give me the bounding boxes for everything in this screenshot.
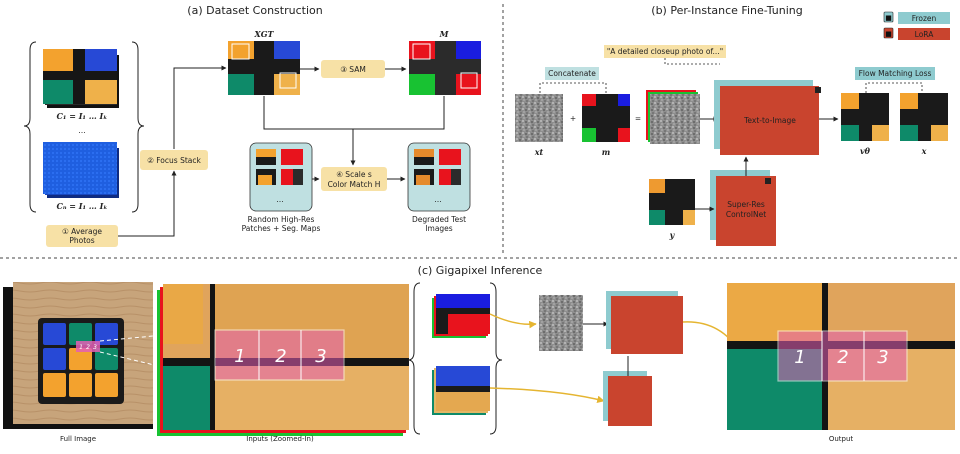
inputs-zoomed-image: 1 2 3 bbox=[157, 284, 409, 436]
patch-stack-2 bbox=[432, 366, 490, 415]
text-to-image-block: Text-to-Image bbox=[714, 80, 821, 155]
text-to-image-block-c bbox=[606, 291, 683, 354]
svg-text:① Average: ① Average bbox=[62, 227, 102, 236]
m-mask-image bbox=[582, 94, 630, 142]
connector-focus-to-xgt bbox=[173, 65, 227, 149]
svg-text:3: 3 bbox=[93, 344, 97, 351]
svg-text:"A detailed closeup photo of..: "A detailed closeup photo of..." bbox=[607, 47, 723, 56]
svg-text:1: 1 bbox=[79, 344, 83, 351]
degraded-label-1: Degraded Test bbox=[412, 215, 466, 224]
random-patches-box: … bbox=[249, 142, 313, 212]
svg-text:ControlNet: ControlNet bbox=[726, 210, 766, 219]
xgt-image bbox=[228, 41, 300, 95]
svg-text:③ SAM: ③ SAM bbox=[340, 65, 366, 74]
svg-text:Concatenate: Concatenate bbox=[548, 69, 596, 78]
stack-ellipsis: … bbox=[78, 126, 86, 135]
svg-text:3: 3 bbox=[315, 346, 326, 367]
superres-controlnet-block: Super-Res ControlNet bbox=[710, 170, 776, 246]
loss-bracket bbox=[865, 82, 923, 93]
controlnet-block-c bbox=[603, 371, 652, 426]
svg-text:Frozen: Frozen bbox=[912, 14, 937, 23]
x-label: x bbox=[921, 146, 927, 156]
stack-brace-left bbox=[23, 41, 37, 213]
prompt-box: "A detailed closeup photo of..." bbox=[604, 45, 726, 58]
m-label: m bbox=[602, 147, 610, 157]
degraded-images-box: … bbox=[407, 142, 471, 212]
svg-text:Super-Res: Super-Res bbox=[727, 200, 765, 209]
xt-label: xt bbox=[534, 147, 544, 157]
v-theta-label: vθ bbox=[860, 146, 871, 156]
svg-text:Text-to-Image: Text-to-Image bbox=[743, 116, 796, 125]
svg-text:LoRA: LoRA bbox=[915, 30, 935, 39]
flow-matching-loss-label: Flow Matching Loss bbox=[855, 67, 935, 80]
lock-icon: ■ bbox=[885, 14, 892, 22]
stack-bottom-label: Cₙ = I₁ … Iₖ bbox=[56, 201, 107, 211]
y-label: y bbox=[669, 230, 676, 240]
xt-noise-image bbox=[515, 94, 563, 142]
svg-text:3: 3 bbox=[877, 347, 888, 368]
full-image: 1 2 3 bbox=[3, 282, 153, 429]
stack-c1 bbox=[43, 49, 119, 108]
output-image: 1 2 3 bbox=[727, 283, 955, 430]
svg-text:2: 2 bbox=[275, 346, 286, 367]
section-title-b: (b) Per-Instance Fine-Tuning bbox=[651, 4, 802, 17]
svg-text:Color Match H: Color Match H bbox=[328, 180, 381, 189]
svg-text:④ Scale s: ④ Scale s bbox=[336, 170, 372, 179]
svg-text:1: 1 bbox=[794, 347, 805, 368]
stack-top-label: C₁ = I₁ … Iₖ bbox=[57, 111, 108, 121]
v-theta-image bbox=[841, 93, 889, 141]
concatenate-bracket bbox=[539, 82, 607, 93]
step4-scale-color-match: ④ Scale s Color Match H bbox=[321, 167, 387, 191]
svg-text:1: 1 bbox=[234, 346, 245, 367]
step1-average-photos: ① Average Photos bbox=[46, 225, 118, 247]
patches-brace-left bbox=[407, 282, 421, 435]
step2-focus-stack: ② Focus Stack bbox=[140, 150, 208, 170]
svg-text:② Focus Stack: ② Focus Stack bbox=[147, 156, 201, 165]
legend: ■ Frozen ■ LoRA bbox=[883, 11, 950, 40]
ellipsis-left: … bbox=[276, 195, 284, 204]
mask-image bbox=[409, 41, 481, 95]
connector-prompt-to-t2i bbox=[664, 58, 720, 65]
plus-sign: + bbox=[570, 114, 576, 123]
noise-patch-c bbox=[539, 295, 583, 351]
patches-brace-right bbox=[489, 282, 503, 435]
full-image-label: Full Image bbox=[60, 435, 96, 443]
inputs-zoomed-label: Inputs (Zoomed-In) bbox=[246, 435, 314, 443]
xgt-label: XGT bbox=[254, 29, 275, 39]
output-label: Output bbox=[829, 435, 854, 443]
gold-arrow-1 bbox=[489, 313, 537, 329]
x-target-image bbox=[900, 93, 948, 141]
stack-brace-right bbox=[131, 41, 145, 213]
random-patches-label-2: Patches + Seg. Maps bbox=[242, 224, 321, 233]
svg-text:2: 2 bbox=[837, 347, 848, 368]
unlock-icon: ■ bbox=[885, 30, 892, 38]
degraded-label-2: Images bbox=[425, 224, 452, 233]
gold-arrow-2 bbox=[489, 387, 605, 404]
random-patches-label-1: Random High-Res bbox=[248, 215, 315, 224]
svg-text:2: 2 bbox=[86, 344, 90, 351]
ellipsis-right: … bbox=[434, 195, 442, 204]
mask-label: M bbox=[439, 29, 450, 39]
section-title-a: (a) Dataset Construction bbox=[187, 4, 322, 17]
connector-avg-to-focus bbox=[118, 170, 177, 237]
concatenate-label: Concatenate bbox=[545, 67, 599, 80]
concatenated-stack bbox=[646, 90, 700, 144]
y-conditioning-image bbox=[649, 179, 695, 225]
svg-text:Photos: Photos bbox=[69, 236, 94, 245]
equals-sign: = bbox=[635, 114, 641, 123]
step3-sam: ③ SAM bbox=[321, 60, 385, 78]
stack-cn bbox=[43, 142, 119, 198]
section-title-c: (c) Gigapixel Inference bbox=[418, 264, 543, 277]
patch-stack-1 bbox=[432, 294, 490, 338]
svg-text:Flow Matching Loss: Flow Matching Loss bbox=[859, 69, 932, 78]
connector-to-scale bbox=[263, 96, 445, 130]
